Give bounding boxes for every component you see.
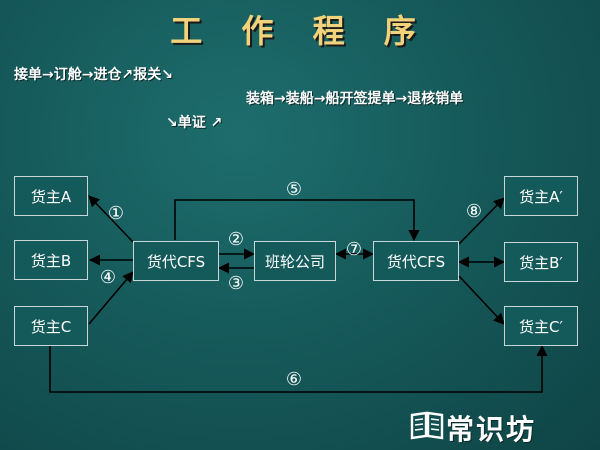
step-4-label: ④ [99,267,117,288]
node-owner-b2: 货主B′ [504,242,578,282]
watermark-logo: 常识坊 [446,413,537,446]
edge-c-cfs [88,271,134,325]
edge-a-cfs [88,195,134,243]
step-2-label: ② [227,229,245,250]
node-owner-a: 货主A [14,176,88,216]
flow-line-2: 装箱→装船→船开签提单→退核销单 [246,91,464,107]
node-cfs-right: 货代CFS [373,241,459,281]
edge-cfs-c2 [458,275,505,325]
node-owner-a2: 货主A′ [504,176,578,216]
step-5-label: ⑤ [285,179,303,200]
slide-title: 工 作 程 序 [170,12,430,50]
flow-line-3: ↘单证 ↗ [166,115,223,131]
edge-cfs-a2 [458,197,505,245]
node-owner-b: 货主B [14,240,88,280]
node-owner-c: 货主C [14,306,88,346]
step-3-label: ③ [227,273,245,294]
flow-line-1: 接单→订舱→进仓↗报关↘ [14,67,173,83]
node-cfs-left: 货代CFS [133,241,219,281]
edge-step-6 [49,344,548,393]
step-7-label: ⑦ [345,239,363,260]
node-liner: 班轮公司 [254,241,336,281]
edge-step-5 [174,199,420,242]
step-1-label: ① [107,203,125,224]
node-owner-c2: 货主C′ [504,306,578,346]
step-8-label: ⑧ [465,201,483,222]
step-6-label: ⑥ [285,369,303,390]
book-icon [410,411,444,440]
